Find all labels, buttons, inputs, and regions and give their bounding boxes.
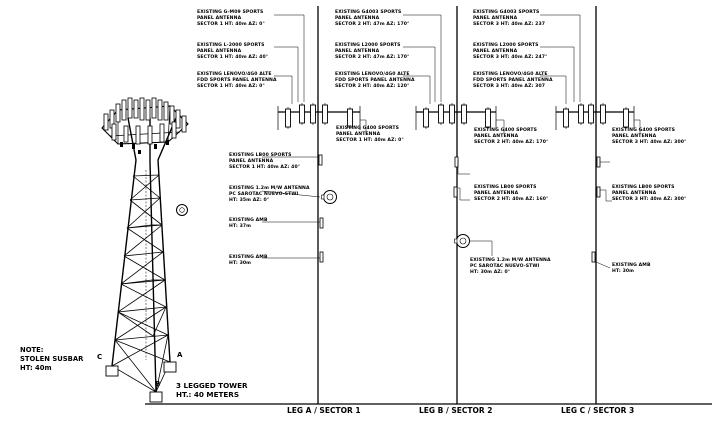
leg-c-side-antenna-2 bbox=[596, 186, 601, 198]
footing-a bbox=[163, 361, 177, 373]
tower-illustration bbox=[101, 97, 712, 405]
footing-b bbox=[149, 391, 163, 403]
leg-a-side-antenna-3 bbox=[319, 251, 324, 263]
leg-a-mw-dish bbox=[321, 190, 337, 204]
leg-a-side-antenna-2 bbox=[319, 217, 324, 229]
leg-c-panel-5 bbox=[623, 106, 629, 130]
tower-rru bbox=[120, 140, 169, 154]
leg-a-panel-1 bbox=[285, 106, 291, 130]
tower-leg-b bbox=[149, 118, 157, 393]
leg-c-elevation bbox=[540, 6, 641, 404]
leg-b-panel-1 bbox=[423, 106, 429, 130]
leg-b-panel-5 bbox=[485, 106, 491, 130]
leg-b-panel-4 bbox=[461, 102, 467, 126]
leg-c-panel-1 bbox=[563, 106, 569, 130]
leg-b-panel-2 bbox=[438, 102, 444, 126]
leg-b-panel-3 bbox=[449, 102, 455, 126]
tower-caption: 3 LEGGED TOWER HT.: 40 METERS bbox=[176, 381, 248, 399]
tower-leg-letter-a: A bbox=[177, 351, 183, 359]
leg-a-panel-2 bbox=[299, 102, 305, 126]
leg-c-panel-3 bbox=[588, 102, 594, 126]
leg-b-side-antenna-1 bbox=[454, 156, 459, 168]
note-line-1: STOLEN SUSBAR bbox=[20, 355, 84, 363]
leg-c-title: LEG C / SECTOR 3 bbox=[561, 406, 635, 415]
tower-caption-line-1: 3 LEGGED TOWER bbox=[176, 381, 248, 390]
leg-a-panel-4 bbox=[322, 102, 328, 126]
tower-mw-dish bbox=[176, 204, 188, 216]
tower-leg-a bbox=[157, 117, 177, 363]
leg-a-panel-3 bbox=[310, 102, 316, 126]
tower-caption-line-2: HT.: 40 METERS bbox=[176, 390, 240, 399]
leg-c-amb bbox=[591, 251, 596, 263]
tower-leg-letter-b: B bbox=[155, 380, 161, 388]
leg-a-title: LEG A / SECTOR 1 bbox=[287, 406, 361, 415]
tower-leg-letter-c: C bbox=[97, 353, 103, 361]
tower-panel-antennas bbox=[103, 97, 187, 145]
leg-c-panel-2 bbox=[578, 102, 584, 126]
footing-c bbox=[105, 365, 119, 377]
leg-c-panel-4 bbox=[600, 102, 606, 126]
tower-leg-c bbox=[111, 117, 137, 367]
note-line-2: HT: 40m bbox=[20, 364, 52, 372]
leg-b-side-antenna-2 bbox=[453, 186, 458, 198]
note-block: NOTE: STOLEN SUSBAR HT: 40m bbox=[20, 346, 83, 373]
leg-a-side-antenna bbox=[318, 154, 323, 166]
leg-a-elevation bbox=[261, 6, 367, 404]
leg-c-side-antenna-1 bbox=[596, 156, 601, 168]
note-heading: NOTE: bbox=[20, 346, 44, 354]
leg-b-elevation bbox=[403, 6, 505, 404]
leg-b-title: LEG B / SECTOR 2 bbox=[419, 406, 493, 415]
